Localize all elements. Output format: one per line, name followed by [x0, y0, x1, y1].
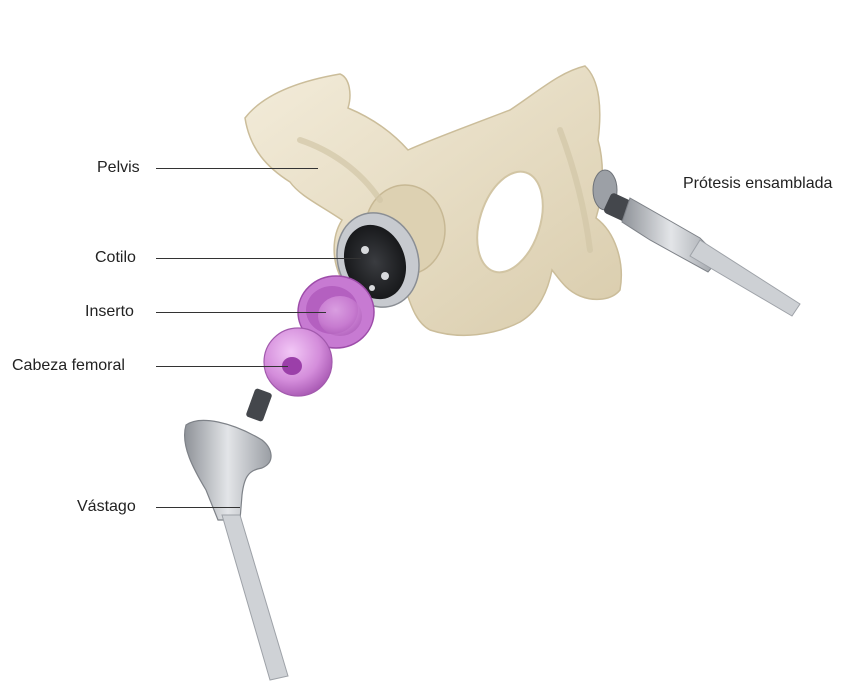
femoral-head: [264, 328, 332, 396]
cabeza-femoral-leader-line: [156, 366, 288, 367]
inserto-leader-line: [156, 312, 326, 313]
protesis-ensamblada-label: Prótesis ensamblada: [683, 175, 832, 193]
pelvis-bone: [245, 66, 621, 335]
pelvis-leader-line: [156, 168, 318, 169]
cotilo-leader-line: [156, 258, 361, 259]
vastago-leader-line: [156, 507, 240, 508]
inserto-label: Inserto: [85, 303, 134, 321]
vastago-label: Vástago: [77, 498, 136, 516]
cabeza-femoral-label: Cabeza femoral: [12, 357, 125, 375]
femoral-stem: [185, 388, 288, 680]
cotilo-label: Cotilo: [95, 249, 136, 267]
pelvis-label: Pelvis: [97, 159, 140, 177]
